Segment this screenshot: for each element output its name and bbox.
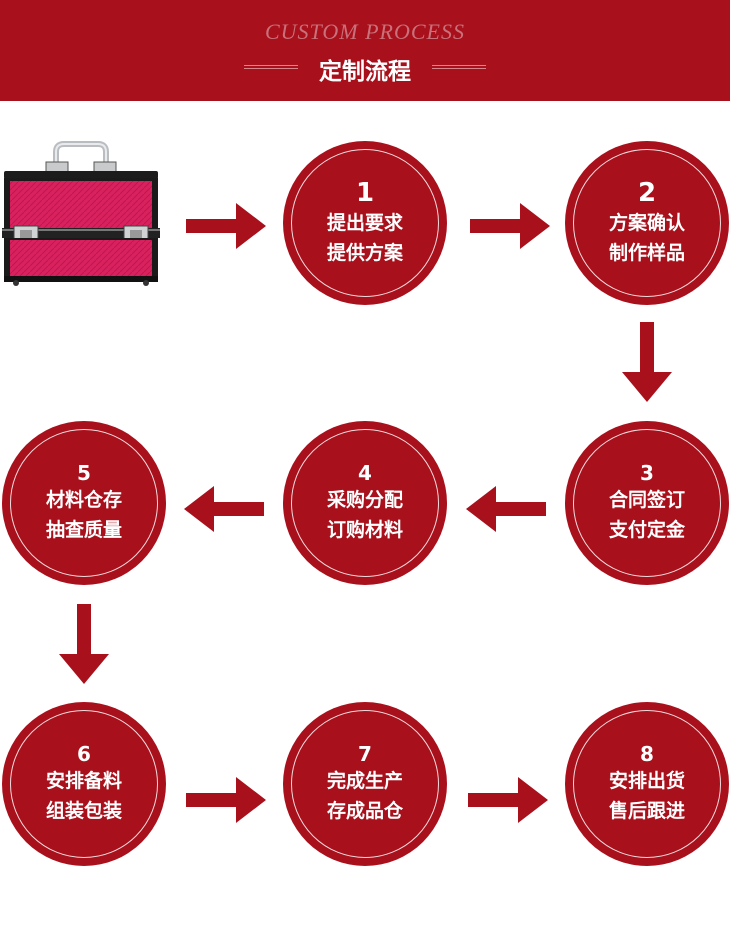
step-6-number: 6 [77,742,91,766]
step-7-line1: 完成生产 [326,770,403,792]
step-1-line1: 提出要求 [326,212,403,234]
arrow-left-icon [184,486,264,532]
step-3-line2: 支付定金 [608,519,685,541]
step-5-number: 5 [77,461,91,485]
step-8-line2: 售后跟进 [608,800,685,822]
step-7-number: 7 [358,742,372,766]
step-1-line2: 提供方案 [326,242,403,264]
step-2-number: 2 [637,178,657,208]
step-6-line2: 组装包装 [45,800,122,822]
arrow-left-icon [466,486,546,532]
step-4-circle: 4 采购分配 订购材料 [283,421,447,585]
arrow-right-icon [470,203,550,249]
step-2-line2: 制作样品 [608,242,685,264]
arrow-down-icon [59,604,109,684]
header-banner: CUSTOM PROCESS 定制流程 [0,0,730,101]
step-8-number: 8 [640,742,654,766]
step-3-line1: 合同签订 [608,489,685,511]
header-subtitle: CUSTOM PROCESS [265,19,465,44]
step-4-number: 4 [358,461,372,485]
step-8-circle: 8 安排出货 售后跟进 [565,702,729,866]
step-5-line2: 抽查质量 [45,519,122,541]
step-3-number: 3 [640,461,654,485]
step-2-circle: 2 方案确认 制作样品 [565,141,729,305]
step-3-circle: 3 合同签订 支付定金 [565,421,729,585]
step-1-number: 1 [355,178,375,208]
header-title: 定制流程 [319,59,411,85]
arrow-right-icon [186,777,266,823]
step-7-circle: 7 完成生产 存成品仓 [283,702,447,866]
product-image [2,141,160,286]
step-8-line1: 安排出货 [608,770,685,792]
step-6-circle: 6 安排备料 组装包装 [2,702,166,866]
header-divider-right [432,65,486,69]
step-5-line1: 材料仓存 [45,489,122,511]
arrow-right-icon [186,203,266,249]
step-1-circle: 1 提出要求 提供方案 [283,141,447,305]
step-4-line2: 订购材料 [326,519,403,541]
step-5-circle: 5 材料仓存 抽查质量 [2,421,166,585]
header-divider-left [244,65,298,69]
arrow-right-icon [468,777,548,823]
step-7-line2: 存成品仓 [326,800,403,822]
step-4-line1: 采购分配 [326,489,403,511]
arrow-down-icon [622,322,672,402]
step-6-line1: 安排备料 [45,770,122,792]
step-2-line1: 方案确认 [608,212,685,234]
